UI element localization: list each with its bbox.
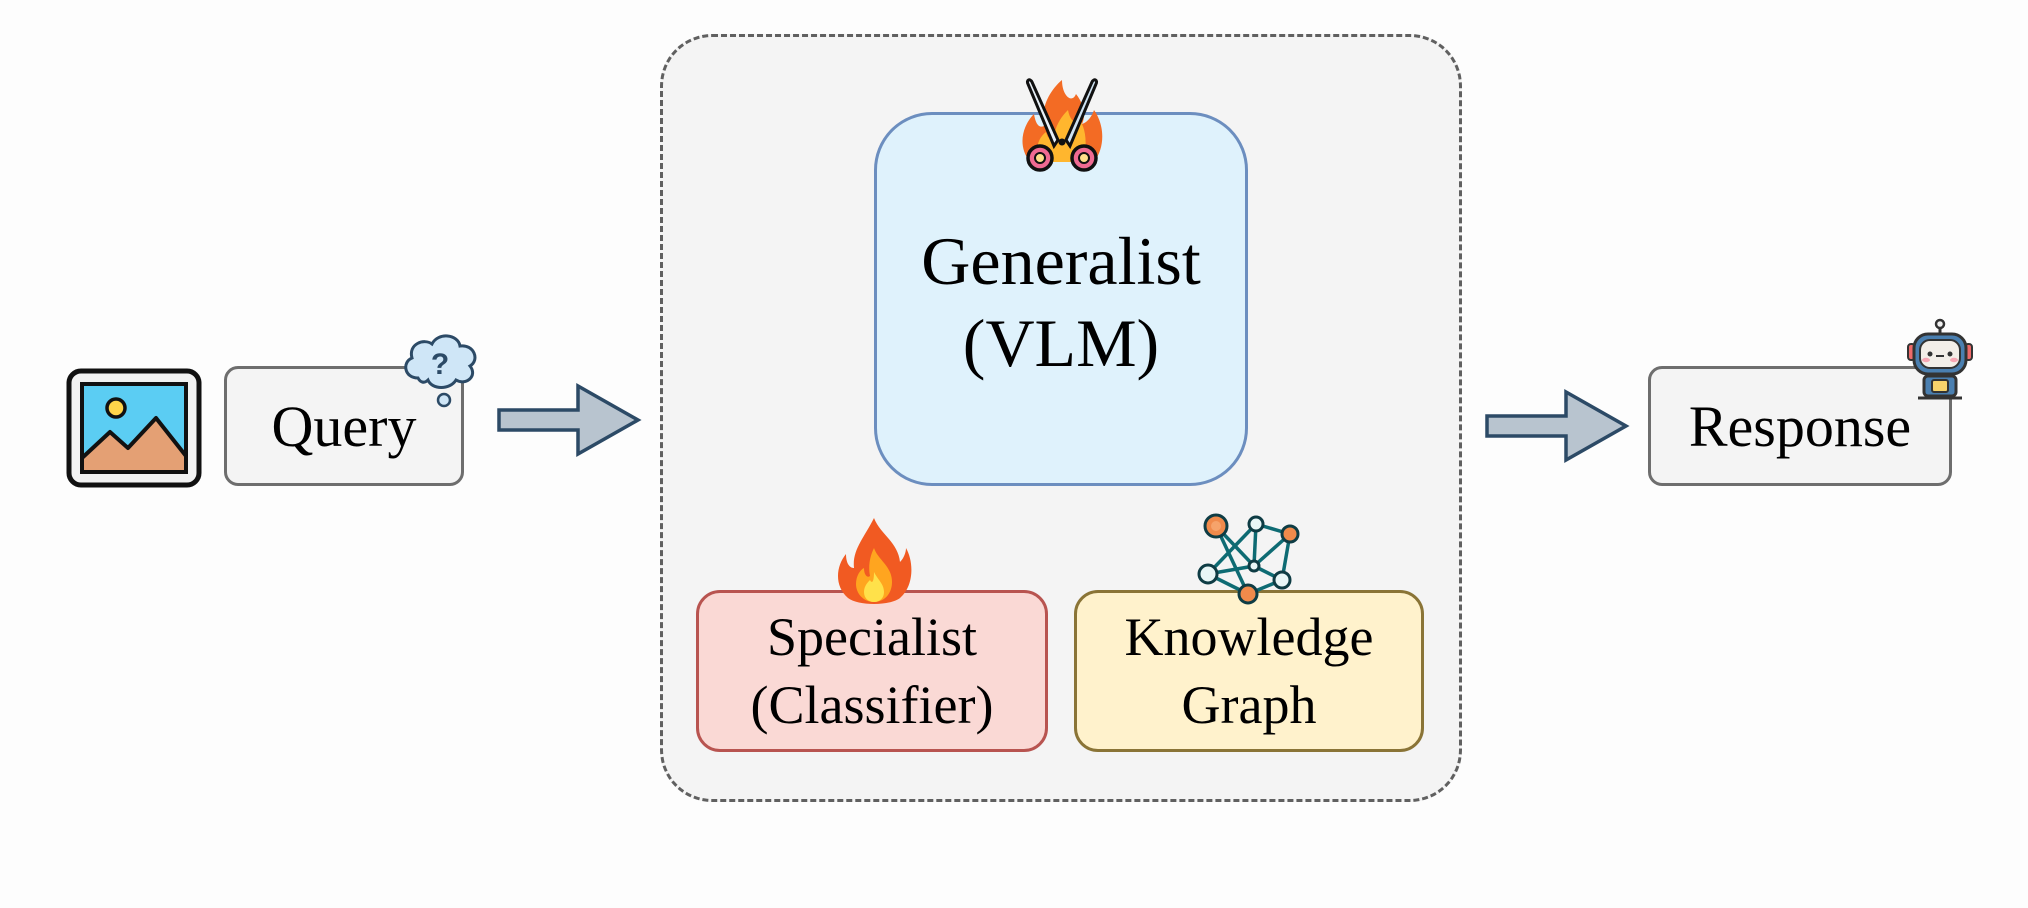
specialist-box: Specialist (Classifier) — [696, 590, 1048, 752]
flaming-scissors-icon — [1022, 78, 1103, 172]
generalist-line2: (VLM) — [962, 305, 1160, 381]
output-arrow — [1485, 388, 1630, 464]
network-graph-icon — [1197, 513, 1300, 605]
response-label: Response — [1688, 393, 1912, 459]
input-arrow — [497, 382, 642, 458]
specialist-line2: (Classifier) — [750, 675, 994, 735]
svg-text:?: ? — [431, 348, 449, 381]
generalist-line1: Generalist — [921, 223, 1201, 299]
response-box: Response — [1648, 366, 1952, 486]
kg-line2: Graph — [1181, 675, 1317, 735]
kg-line1: Knowledge — [1124, 607, 1374, 667]
query-label: Query — [271, 393, 417, 459]
image-icon — [66, 368, 202, 488]
fire-icon — [838, 518, 912, 604]
question-thought-bubble-icon: ? — [404, 334, 477, 408]
robot-icon — [1907, 318, 1973, 400]
knowledge-graph-box: Knowledge Graph — [1074, 590, 1424, 752]
query-box: Query — [224, 366, 464, 486]
generalist-box: Generalist (VLM) — [874, 112, 1248, 486]
specialist-line1: Specialist — [767, 607, 977, 667]
